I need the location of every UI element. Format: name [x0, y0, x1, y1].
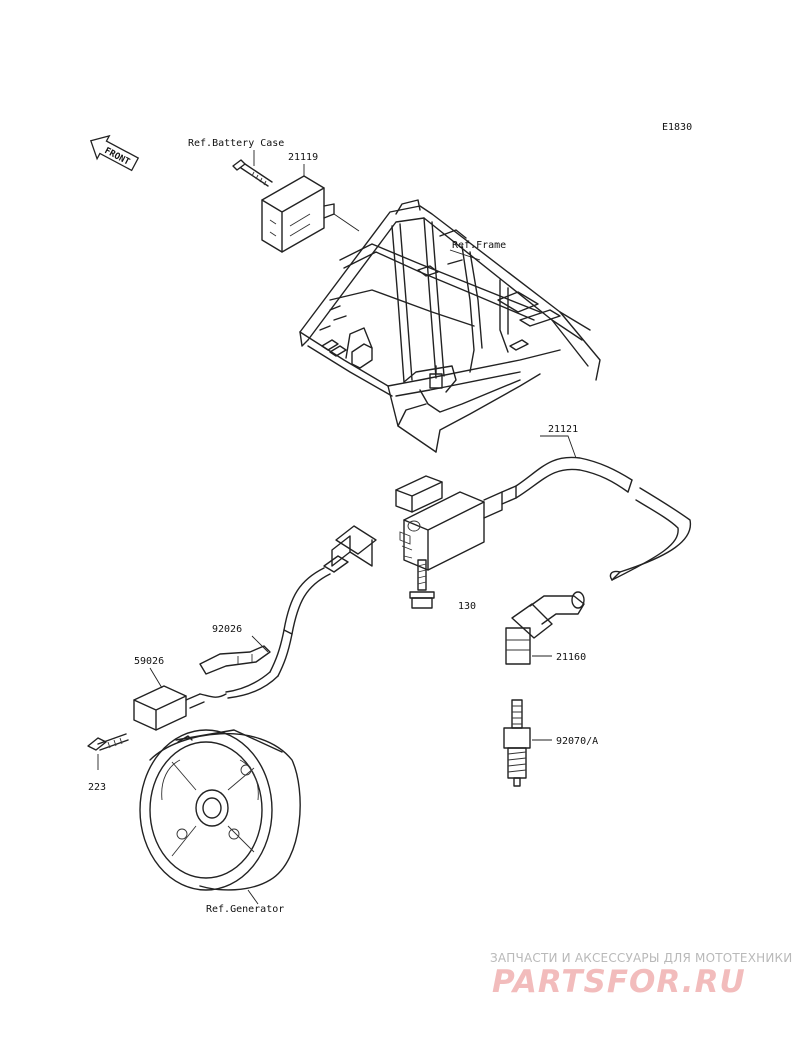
label-92026: 92026 — [212, 624, 242, 635]
label-battery-case-ref: Ref.Battery Case — [188, 138, 284, 149]
label-223: 223 — [88, 782, 106, 793]
watermark-tagline: ЗАПЧАСТИ И АКСЕССУАРЫ ДЛЯ МОТОТЕХНИКИ — [490, 951, 793, 965]
label-59026: 59026 — [134, 656, 164, 667]
label-generator-ref: Ref.Generator — [206, 904, 284, 915]
label-21119: 21119 — [288, 152, 318, 163]
plug-cap-21160 — [505, 591, 585, 665]
connector-wire-92026 — [199, 525, 377, 699]
label-21121: 21121 — [548, 424, 578, 435]
generator-flywheel — [139, 729, 301, 905]
ignition-coil-21121 — [395, 435, 692, 581]
spark-plug-92070a — [503, 699, 552, 787]
bolt-130 — [409, 559, 435, 609]
label-frame-ref: Ref.Frame — [452, 240, 506, 251]
diagram-code: E1830 — [662, 122, 692, 133]
frame-ref — [299, 199, 601, 453]
watermark-logo: PARTSFOR.RU — [492, 964, 746, 1000]
label-21160: 21160 — [556, 652, 586, 663]
label-92070a: 92070/A — [556, 736, 598, 747]
front-arrow-icon: FRONT — [89, 134, 140, 172]
bolt-223 — [87, 733, 129, 770]
cdi-unit-21119 — [232, 159, 360, 253]
pulser-coil-59026 — [133, 667, 227, 731]
label-130: 130 — [458, 601, 476, 612]
